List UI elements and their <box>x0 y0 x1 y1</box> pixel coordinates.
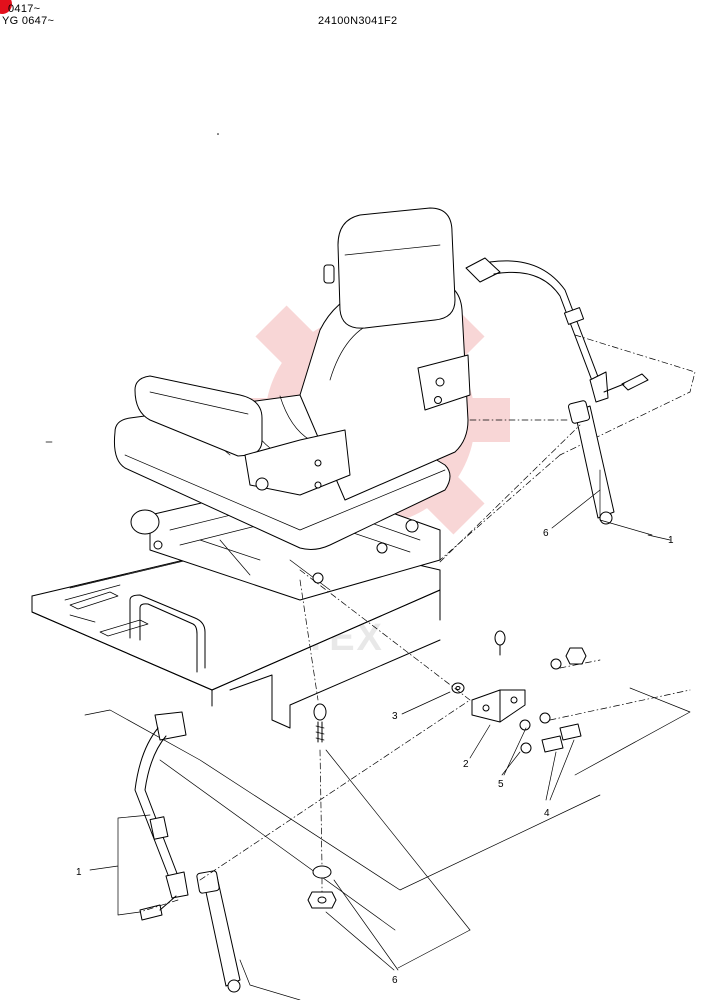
part-code: 24100N3041F2 <box>318 15 398 27</box>
callout-6-upper: 6 <box>543 528 549 539</box>
serial-range-line-2: YG 0647~ <box>2 15 55 27</box>
assembly-centerlines <box>139 419 691 913</box>
callout-2: 2 <box>463 759 469 770</box>
serial-range-line-1: 0417~ <box>8 3 41 15</box>
callout-5: 5 <box>498 779 504 790</box>
mounting-bracket <box>471 689 526 723</box>
corner-badge-icon <box>0 0 12 14</box>
callout-1-right: 1 <box>668 535 674 546</box>
floor-plate <box>84 334 696 931</box>
callout-4: 4 <box>544 808 550 819</box>
callout-6-lower: 6 <box>392 975 398 986</box>
fasteners <box>307 630 587 909</box>
callout-3: 3 <box>392 711 398 722</box>
seat-belt-right <box>465 257 649 525</box>
stray-dot <box>217 133 219 135</box>
seat-armrest <box>134 375 351 496</box>
callout-1-left: 1 <box>76 867 82 878</box>
callout-leaders <box>89 469 671 1000</box>
seat-belt-left <box>134 711 241 993</box>
